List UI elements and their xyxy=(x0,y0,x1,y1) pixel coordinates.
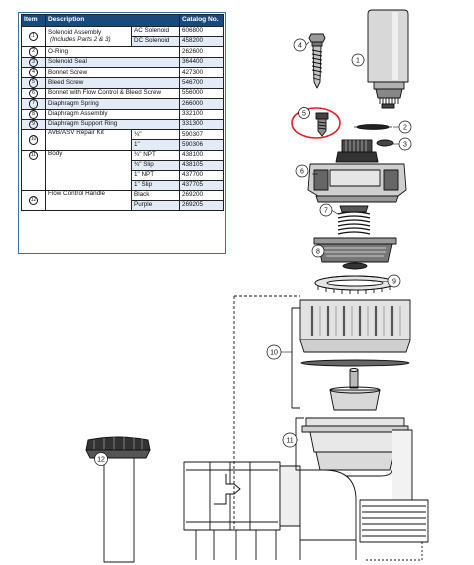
diaphragm-support-ring xyxy=(314,275,396,294)
callout-4: 4 xyxy=(293,38,307,52)
table-row: Purple 269205 xyxy=(22,199,224,212)
callout-1: 1 xyxy=(351,53,365,67)
svg-text:5: 5 xyxy=(302,111,306,118)
item-number: 9 xyxy=(28,120,39,129)
item-description: Flow Control Handle xyxy=(45,189,132,212)
table-row: 9 Diaphragm Support Ring 331300 xyxy=(21,118,224,131)
diaphragm-spring xyxy=(337,205,371,235)
o-ring xyxy=(354,124,392,130)
svg-text:8: 8 xyxy=(316,249,320,256)
svg-text:4: 4 xyxy=(298,43,302,50)
callout-leaders xyxy=(281,41,399,441)
callout-8: 8 xyxy=(311,244,325,258)
svg-text:9: 9 xyxy=(392,279,396,286)
item-number: 12 xyxy=(28,195,39,206)
table-row: 1 Solenoid Assembly(Includes Parts 2 & 3… xyxy=(21,25,224,48)
parts-table: Item Description Catalog No. 1 Solenoid … xyxy=(21,14,224,212)
valve-body xyxy=(183,417,429,561)
item-description: Body xyxy=(45,149,132,191)
item-number: 4 xyxy=(28,68,39,77)
item-number: 1 xyxy=(28,31,39,42)
callout-7: 7 xyxy=(319,203,333,217)
table-row: 2 O-Ring 262600 xyxy=(21,46,224,58)
solenoid-seal xyxy=(376,139,394,147)
diaphragm-assembly xyxy=(313,237,397,270)
header-item: Item xyxy=(21,14,46,27)
callout-11: 11 xyxy=(282,432,298,448)
item-description: Solenoid Assembly xyxy=(48,28,102,36)
svg-text:2: 2 xyxy=(403,125,407,132)
item-number: 11 xyxy=(28,151,39,160)
svg-text:1: 1 xyxy=(356,58,360,65)
kit-guide-lines xyxy=(233,295,300,530)
callout-12: 12 xyxy=(94,452,108,466)
table-row: DC Solenoid 458200 xyxy=(22,36,224,48)
svg-text:3: 3 xyxy=(403,142,407,149)
item-subnote: (Includes Parts 2 & 3) xyxy=(50,36,111,44)
item-catalog: 331300 xyxy=(179,118,224,131)
avb-asv-repair-kit xyxy=(299,299,411,411)
callout-9: 9 xyxy=(387,274,401,288)
svg-text:6: 6 xyxy=(300,169,304,176)
table-row: 10 AVB/ASV Repair Kit ¾" 590307 xyxy=(21,129,224,151)
callout-6: 6 xyxy=(295,164,309,178)
callout-2: 2 xyxy=(398,120,412,134)
item-number: 5 xyxy=(28,78,39,88)
bonnet xyxy=(307,139,407,203)
item-catalog: 269205 xyxy=(179,199,224,212)
solenoid-assembly xyxy=(367,9,409,109)
svg-text:10: 10 xyxy=(270,350,278,357)
bleed-screw xyxy=(291,107,341,139)
item-number: 3 xyxy=(28,58,39,67)
table-frame xyxy=(18,12,226,254)
item-number: 2 xyxy=(28,47,39,57)
svg-text:12: 12 xyxy=(97,457,105,464)
table-row: 12 Flow Control Handle Black 269200 xyxy=(21,189,224,212)
svg-text:11: 11 xyxy=(286,438,293,445)
callout-3: 3 xyxy=(398,137,412,151)
item-number: 10 xyxy=(28,135,39,145)
callout-5: 5 xyxy=(298,107,310,119)
callouts: 1 2 3 4 5 6 7 8 xyxy=(94,38,412,466)
kit-bracket xyxy=(291,307,300,409)
item-number: 8 xyxy=(28,110,39,119)
svg-text:7: 7 xyxy=(324,208,328,215)
item-number: 6 xyxy=(28,89,39,98)
item-description: AVB/ASV Repair Kit xyxy=(45,129,132,151)
callout-10: 10 xyxy=(266,344,282,360)
item-number: 7 xyxy=(28,99,39,108)
table-row: 5 Bleed Screw 546700 xyxy=(21,77,224,89)
bonnet-screw xyxy=(308,33,326,89)
table-row: 11 Body ¾" NPT 438100 xyxy=(21,149,224,191)
